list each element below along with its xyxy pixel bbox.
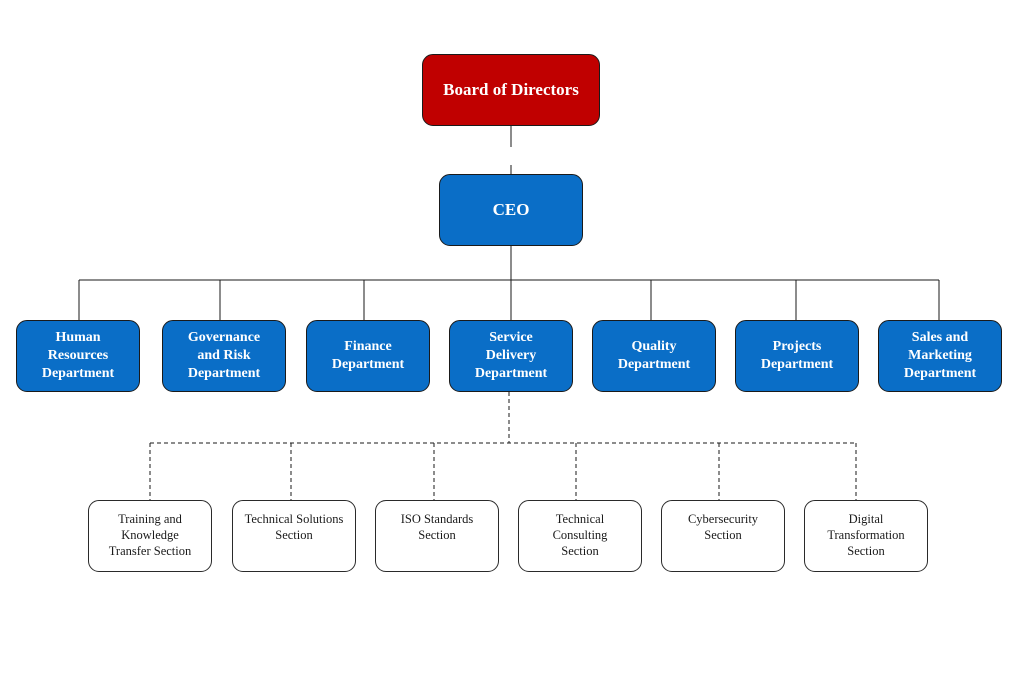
section-node-iso-standards: ISO Standards Section bbox=[375, 500, 499, 572]
department-label: Sales and Marketing Department bbox=[903, 330, 977, 381]
department-node-human-resources: Human Resources Department bbox=[16, 320, 140, 392]
department-node-service-delivery: Service Delivery Department bbox=[449, 320, 573, 392]
section-node-technical-consulting: Technical Consulting Section bbox=[518, 500, 642, 572]
ceo-node: CEO bbox=[439, 174, 583, 246]
section-label: ISO Standards Section bbox=[400, 512, 474, 542]
department-node-governance-and-risk: Governance and Risk Department bbox=[162, 320, 286, 392]
department-label: Governance and Risk Department bbox=[187, 330, 261, 381]
department-label: Service Delivery Department bbox=[474, 330, 548, 381]
department-label: Human Resources Department bbox=[41, 330, 115, 381]
board-of-directors-label: Board of Directors bbox=[443, 80, 579, 99]
section-node-technical-solutions: Technical Solutions Section bbox=[232, 500, 356, 572]
section-label: Training and Knowledge Transfer Section bbox=[108, 512, 192, 558]
department-node-quality: Quality Department bbox=[592, 320, 716, 392]
section-node-cybersecurity: Cybersecurity Section bbox=[661, 500, 785, 572]
department-node-finance: Finance Department bbox=[306, 320, 430, 392]
department-label: Quality Department bbox=[617, 339, 691, 372]
section-label: Technical Consulting Section bbox=[552, 512, 608, 558]
section-label: Technical Solutions Section bbox=[244, 512, 344, 542]
section-node-training-and-knowledge-transfer: Training and Knowledge Transfer Section bbox=[88, 500, 212, 572]
section-label: Cybersecurity Section bbox=[687, 512, 759, 542]
ceo-label: CEO bbox=[492, 200, 530, 219]
section-node-digital-transformation: Digital Transformation Section bbox=[804, 500, 928, 572]
section-label: Digital Transformation Section bbox=[827, 512, 905, 558]
department-label: Finance Department bbox=[331, 339, 405, 372]
board-of-directors-node: Board of Directors bbox=[422, 54, 600, 126]
department-node-sales-and-marketing: Sales and Marketing Department bbox=[878, 320, 1002, 392]
department-node-projects: Projects Department bbox=[735, 320, 859, 392]
department-label: Projects Department bbox=[760, 339, 834, 372]
